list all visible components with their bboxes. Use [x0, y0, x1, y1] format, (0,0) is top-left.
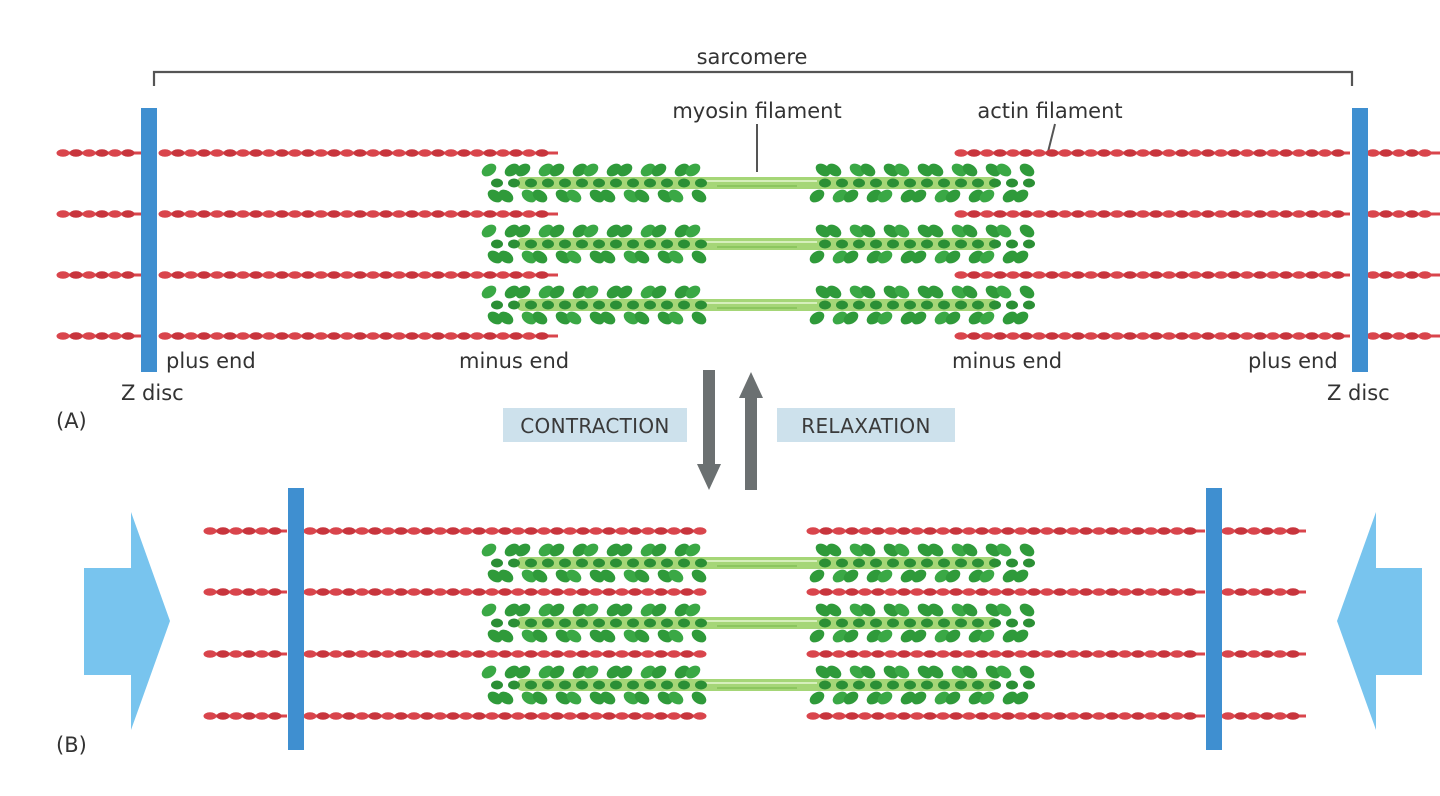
panel-a-relaxed-sarcomere: [57, 108, 1440, 372]
actin-filament: [1367, 332, 1440, 340]
plus-end-label-right: plus end: [1248, 349, 1338, 373]
actin-filament: [1222, 650, 1307, 658]
actin-filament: [1222, 712, 1307, 720]
actin-filament: [204, 650, 288, 658]
myosin-filament: [479, 222, 1036, 266]
actin-filament: [204, 712, 288, 720]
actin-filament: [304, 650, 707, 658]
minus-end-label-left: minus end: [459, 349, 569, 373]
actin-filament: [57, 210, 143, 218]
actin-filament: [204, 527, 288, 535]
myosin-filament: [479, 663, 1036, 707]
actin-filament: [1367, 271, 1440, 279]
myosin-filament: [479, 541, 1036, 585]
minus-end-label-right: minus end: [952, 349, 1062, 373]
z-disc-label-right: Z disc: [1327, 381, 1390, 405]
actin-filament: [955, 271, 1351, 279]
actin-leader-line: [1048, 124, 1055, 152]
actin-filament: [159, 332, 559, 340]
actin-filament: [807, 527, 1206, 535]
actin-filament: [807, 588, 1206, 596]
actin-filament: [1367, 149, 1440, 157]
compression-arrow-left: [84, 512, 170, 730]
actin-filament: [955, 332, 1351, 340]
actin-filament: [57, 149, 143, 157]
actin-filament: [159, 149, 559, 157]
myosin-filament: [479, 283, 1036, 327]
actin-filament: [159, 210, 559, 218]
contraction-arrow-down: [697, 370, 721, 490]
relaxation-label: RELAXATION: [801, 414, 930, 438]
relaxation-arrow-up: [739, 372, 763, 490]
actin-filament: [1222, 527, 1307, 535]
compression-arrow-right: [1337, 512, 1422, 730]
actin-filament: [204, 588, 288, 596]
panel-b-contracted-sarcomere: [204, 488, 1307, 750]
actin-filament: [955, 210, 1351, 218]
actin-filament: [955, 149, 1351, 157]
actin-filament: [304, 712, 707, 720]
panel-a-label: (A): [56, 409, 87, 433]
sarcomere-bracket: [154, 72, 1352, 86]
actin-filament: [807, 650, 1206, 658]
actin-filament: [807, 712, 1206, 720]
actin-filament: [57, 332, 143, 340]
sarcomere-label: sarcomere: [697, 45, 808, 69]
z-disc: [1352, 108, 1368, 372]
actin-filament: [159, 271, 559, 279]
panel-b-label: (B): [56, 733, 87, 757]
z-disc: [288, 488, 304, 750]
myosin-filament: [479, 601, 1036, 645]
z-disc: [1206, 488, 1222, 750]
z-disc: [141, 108, 157, 372]
actin-filament: [1367, 210, 1440, 218]
myosin-filament-label: myosin filament: [672, 99, 841, 123]
z-disc-label-left: Z disc: [121, 381, 184, 405]
actin-filament: [304, 527, 707, 535]
actin-filament: [304, 588, 707, 596]
actin-filament: [1222, 588, 1307, 596]
plus-end-label-left: plus end: [166, 349, 256, 373]
contraction-label: CONTRACTION: [520, 414, 669, 438]
actin-filament: [57, 271, 143, 279]
actin-filament-label: actin filament: [977, 99, 1122, 123]
